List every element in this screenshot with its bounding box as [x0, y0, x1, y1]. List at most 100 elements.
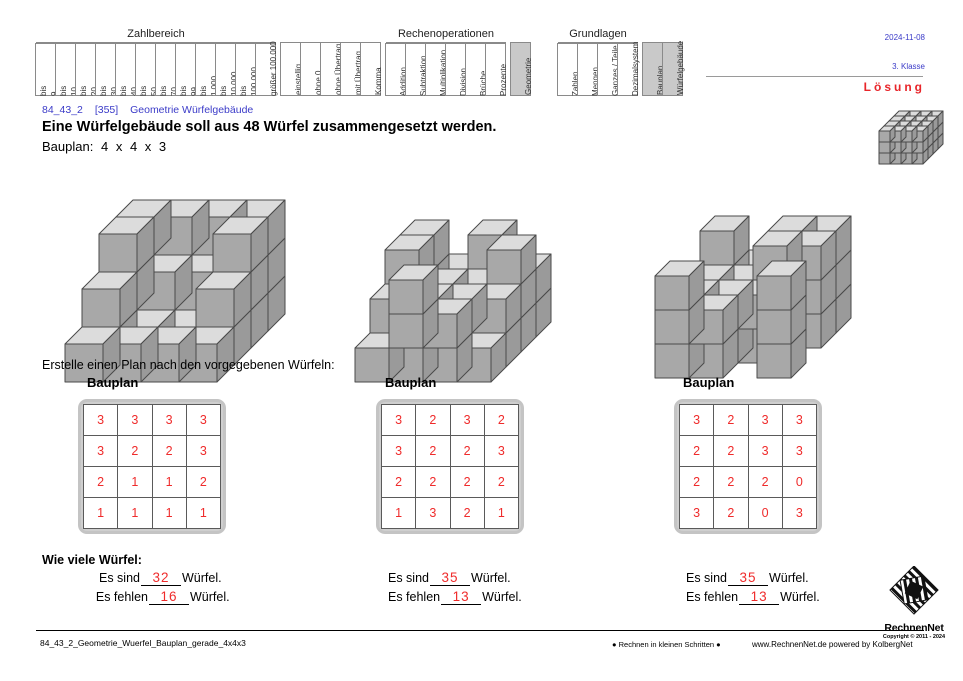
table-cell-einstellig[interactable]: einstellig	[280, 42, 303, 96]
bauplan-cell[interactable]: 3	[484, 436, 518, 466]
bauplan-cell[interactable]: 3	[680, 498, 714, 528]
bauplan-cell[interactable]: 2	[416, 467, 450, 497]
table-cell-mit-bertrag[interactable]: mit Übertrag	[340, 42, 363, 96]
bauplan-cell[interactable]: 3	[748, 436, 782, 466]
table-cell-br-che[interactable]: Brüche	[465, 43, 488, 96]
table-cell-multiplikation[interactable]: Multiplikation	[425, 43, 448, 96]
table-cell-subtraktion[interactable]: Subtraktion	[405, 43, 428, 96]
bauplan-cell[interactable]: 3	[782, 436, 816, 466]
table-cell-ganzes-teile[interactable]: Ganzes / Teile	[597, 43, 620, 96]
bauplan-cell[interactable]: 2	[714, 467, 748, 497]
bauplan-cell[interactable]: 2	[416, 405, 450, 435]
table-cell-w-rfelgeb-ude[interactable]: Würfelgebäude	[662, 40, 685, 96]
bauplan-cell[interactable]: 3	[782, 405, 816, 435]
bauplan-cell[interactable]: 3	[416, 498, 450, 528]
table-cell-ohne-bertrag[interactable]: ohne Übertrag	[320, 42, 343, 96]
bauplan-cell[interactable]: 3	[84, 436, 118, 466]
bauplan-cell[interactable]: 2	[484, 467, 518, 497]
table-cell-prefix: bis	[199, 85, 208, 96]
bauplan-cell[interactable]: 1	[118, 498, 152, 528]
bauplan-cell[interactable]: 3	[382, 436, 416, 466]
bauplan-cell[interactable]: 0	[782, 467, 816, 497]
worksheet-number: [355]	[94, 104, 119, 116]
bauplan-cell[interactable]: 3	[782, 498, 816, 528]
table-cell-40[interactable]: 40bis	[115, 43, 139, 96]
table-cell-20[interactable]: 20bis	[75, 43, 99, 96]
bauplan-dim-label: Bauplan:	[42, 139, 94, 154]
table-cell-mengen[interactable]: Mengen	[577, 43, 600, 96]
bauplan-cell[interactable]: 3	[450, 405, 484, 435]
table-cell-dezimalsystem[interactable]: Dezimalsystem	[617, 42, 640, 96]
bauplan-cell[interactable]: 2	[450, 498, 484, 528]
bauplan-cell[interactable]: 3	[186, 436, 220, 466]
bauplan-cell[interactable]: 1	[484, 498, 518, 528]
bauplan-cell[interactable]: 2	[748, 467, 782, 497]
dim-z: 3	[158, 139, 167, 154]
table-cell-ohne-0[interactable]: ohne 0	[300, 42, 323, 96]
bauplan-cell[interactable]: 3	[84, 405, 118, 435]
answer-blank-fehlen[interactable]: 13	[441, 589, 482, 605]
bauplan-cell[interactable]: 3	[748, 405, 782, 435]
table-cell-70[interactable]: 70bis	[155, 43, 179, 96]
bauplan-cell[interactable]: 2	[186, 467, 220, 497]
table-cell-9[interactable]: 9bis	[35, 43, 59, 96]
bauplan-cell[interactable]: 2	[714, 436, 748, 466]
bauplan-cell[interactable]: 2	[450, 467, 484, 497]
table-cell-30[interactable]: 30bis	[95, 43, 119, 96]
bauplan-cell[interactable]: 2	[680, 436, 714, 466]
bauplan-cell[interactable]: 2	[714, 405, 748, 435]
answer-blank-fehlen[interactable]: 16	[149, 589, 189, 605]
table-cell-prozente[interactable]: Prozente	[485, 43, 508, 96]
table-cell-10-000[interactable]: 10.000bis	[215, 43, 239, 96]
bauplan-cell[interactable]: 2	[484, 405, 518, 435]
table-cell-99[interactable]: 99bis	[175, 43, 199, 96]
bauplan-cell[interactable]: 3	[118, 405, 152, 435]
table-cell-100-000[interactable]: 100.000bis	[235, 43, 259, 96]
bauplan-cell[interactable]: 1	[152, 498, 186, 528]
table-cell-50[interactable]: 50bis	[135, 43, 159, 96]
bauplan-cell[interactable]: 2	[118, 436, 152, 466]
bauplan-cell[interactable]: 3	[680, 405, 714, 435]
table-group-title: Zahlbereich	[36, 27, 276, 43]
table-cell-1-000[interactable]: 1.000bis	[195, 43, 219, 96]
classification-table: Zahlbereich9bis10bis20bis30bis40bis50bis…	[35, 27, 685, 96]
bauplan-cell[interactable]: 3	[382, 405, 416, 435]
bauplan-cell[interactable]: 1	[84, 498, 118, 528]
cube-structure-1	[62, 196, 288, 433]
table-cell-komma[interactable]: Komma	[360, 42, 383, 96]
table-group-title: Rechenoperationen	[386, 27, 506, 43]
bauplan-cell[interactable]: 3	[152, 405, 186, 435]
table-cell-division[interactable]: Division	[445, 43, 468, 96]
cube-structure-3	[652, 212, 854, 429]
table-cell-bauplan[interactable]: Bauplan	[642, 42, 665, 96]
bauplan-cell[interactable]: 2	[416, 436, 450, 466]
cube-structure-3-svg	[654, 215, 852, 379]
table-cell-label: Würfelgebäude	[676, 40, 685, 95]
table-cell-zahlen[interactable]: Zahlen	[557, 43, 580, 96]
answer-blank-sind[interactable]: 35	[430, 570, 470, 586]
bauplan-cell[interactable]: 2	[714, 498, 748, 528]
answers-heading: Wie viele Würfel:	[42, 553, 142, 567]
bauplan-cell[interactable]: 2	[382, 467, 416, 497]
bauplan-cell[interactable]: 2	[84, 467, 118, 497]
bauplan-cell[interactable]: 3	[186, 405, 220, 435]
bauplan-dimensions: Bauplan: 4 x 4 x 3	[42, 139, 170, 154]
bauplan-cell[interactable]: 0	[748, 498, 782, 528]
bauplan-cell[interactable]: 2	[152, 436, 186, 466]
answer-blank-sind[interactable]: 35	[728, 570, 768, 586]
bauplan-cell[interactable]: 2	[450, 436, 484, 466]
grade-label: 3. Klasse	[892, 62, 925, 71]
table-cell-gr-er-100-000[interactable]: größer 100.000	[255, 41, 278, 96]
answer-blank-fehlen[interactable]: 13	[739, 589, 780, 605]
bauplan-cell[interactable]: 2	[680, 467, 714, 497]
bauplan-cell[interactable]: 1	[118, 467, 152, 497]
bauplan-cell[interactable]: 1	[186, 498, 220, 528]
bauplan-cell[interactable]: 1	[152, 467, 186, 497]
answer-blank-sind[interactable]: 32	[141, 570, 181, 586]
table-cell-geometrie[interactable]: Geometrie	[510, 42, 533, 96]
bauplan-cell[interactable]: 1	[382, 498, 416, 528]
table-cell-addition[interactable]: Addition	[385, 43, 408, 96]
table-cell-10[interactable]: 10bis	[55, 43, 79, 96]
